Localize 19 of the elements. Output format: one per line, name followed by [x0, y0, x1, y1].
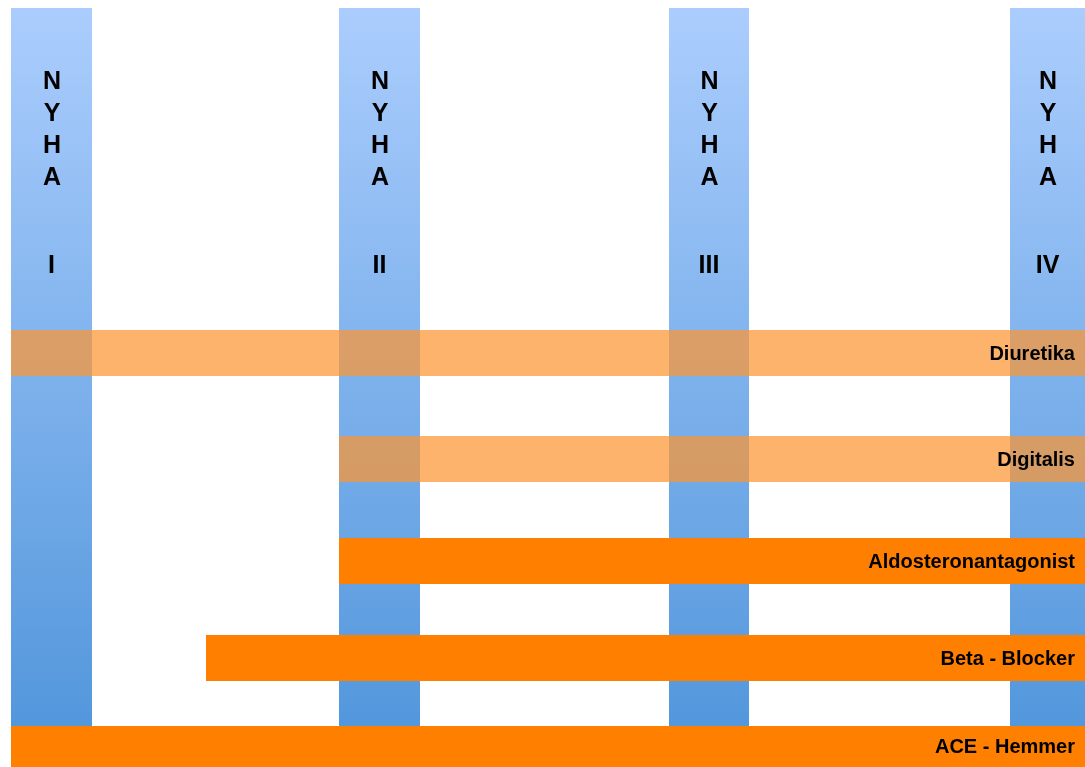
therapy-label: Aldosteronantagonist [868, 549, 1075, 573]
stage-numeral: IV [1034, 250, 1061, 279]
therapy-bar [339, 538, 1085, 584]
stage-column [11, 8, 92, 726]
column-heading: NYHA [37, 66, 66, 194]
therapy-label: Diuretika [989, 341, 1075, 365]
stage-numeral: I [47, 250, 56, 279]
column-heading: NYHA [365, 66, 394, 194]
stage-numeral: II [371, 250, 388, 279]
therapy-bar [206, 635, 1085, 681]
therapy-bar [11, 726, 1085, 767]
therapy-label: ACE - Hemmer [934, 735, 1075, 758]
therapy-label: Beta - Blocker [940, 646, 1075, 670]
therapy-label: Digitalis [997, 447, 1075, 471]
column-heading: NYHA [694, 66, 724, 194]
stage-numeral: III [697, 250, 721, 279]
column-heading: NYHA [1033, 66, 1062, 194]
therapy-bar [339, 436, 1085, 482]
therapy-bar [11, 330, 1085, 376]
